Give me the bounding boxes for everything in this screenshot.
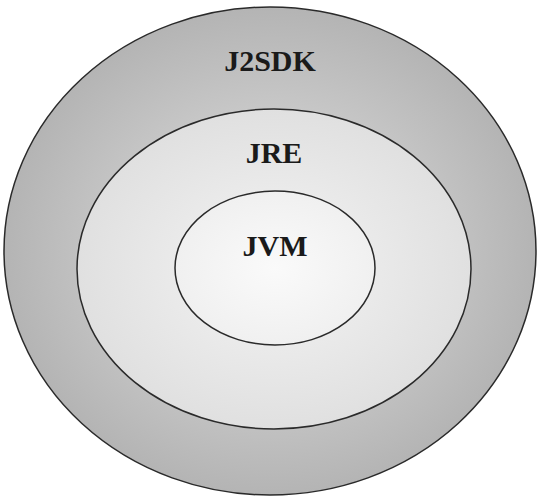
ellipse-outline <box>77 109 471 429</box>
ellipse-outline <box>4 7 536 495</box>
ellipse-outline <box>174 190 376 346</box>
outer-ellipse: J2SDK JRE JVM <box>3 6 537 496</box>
component-label: JVM <box>174 229 376 262</box>
ellipse-outline <box>175 191 375 345</box>
inner-ellipse: JVM <box>174 190 376 346</box>
middle-ellipse: JRE JVM <box>76 108 472 430</box>
component-label: J2SDK <box>3 44 537 77</box>
component-label: JRE <box>76 136 472 169</box>
